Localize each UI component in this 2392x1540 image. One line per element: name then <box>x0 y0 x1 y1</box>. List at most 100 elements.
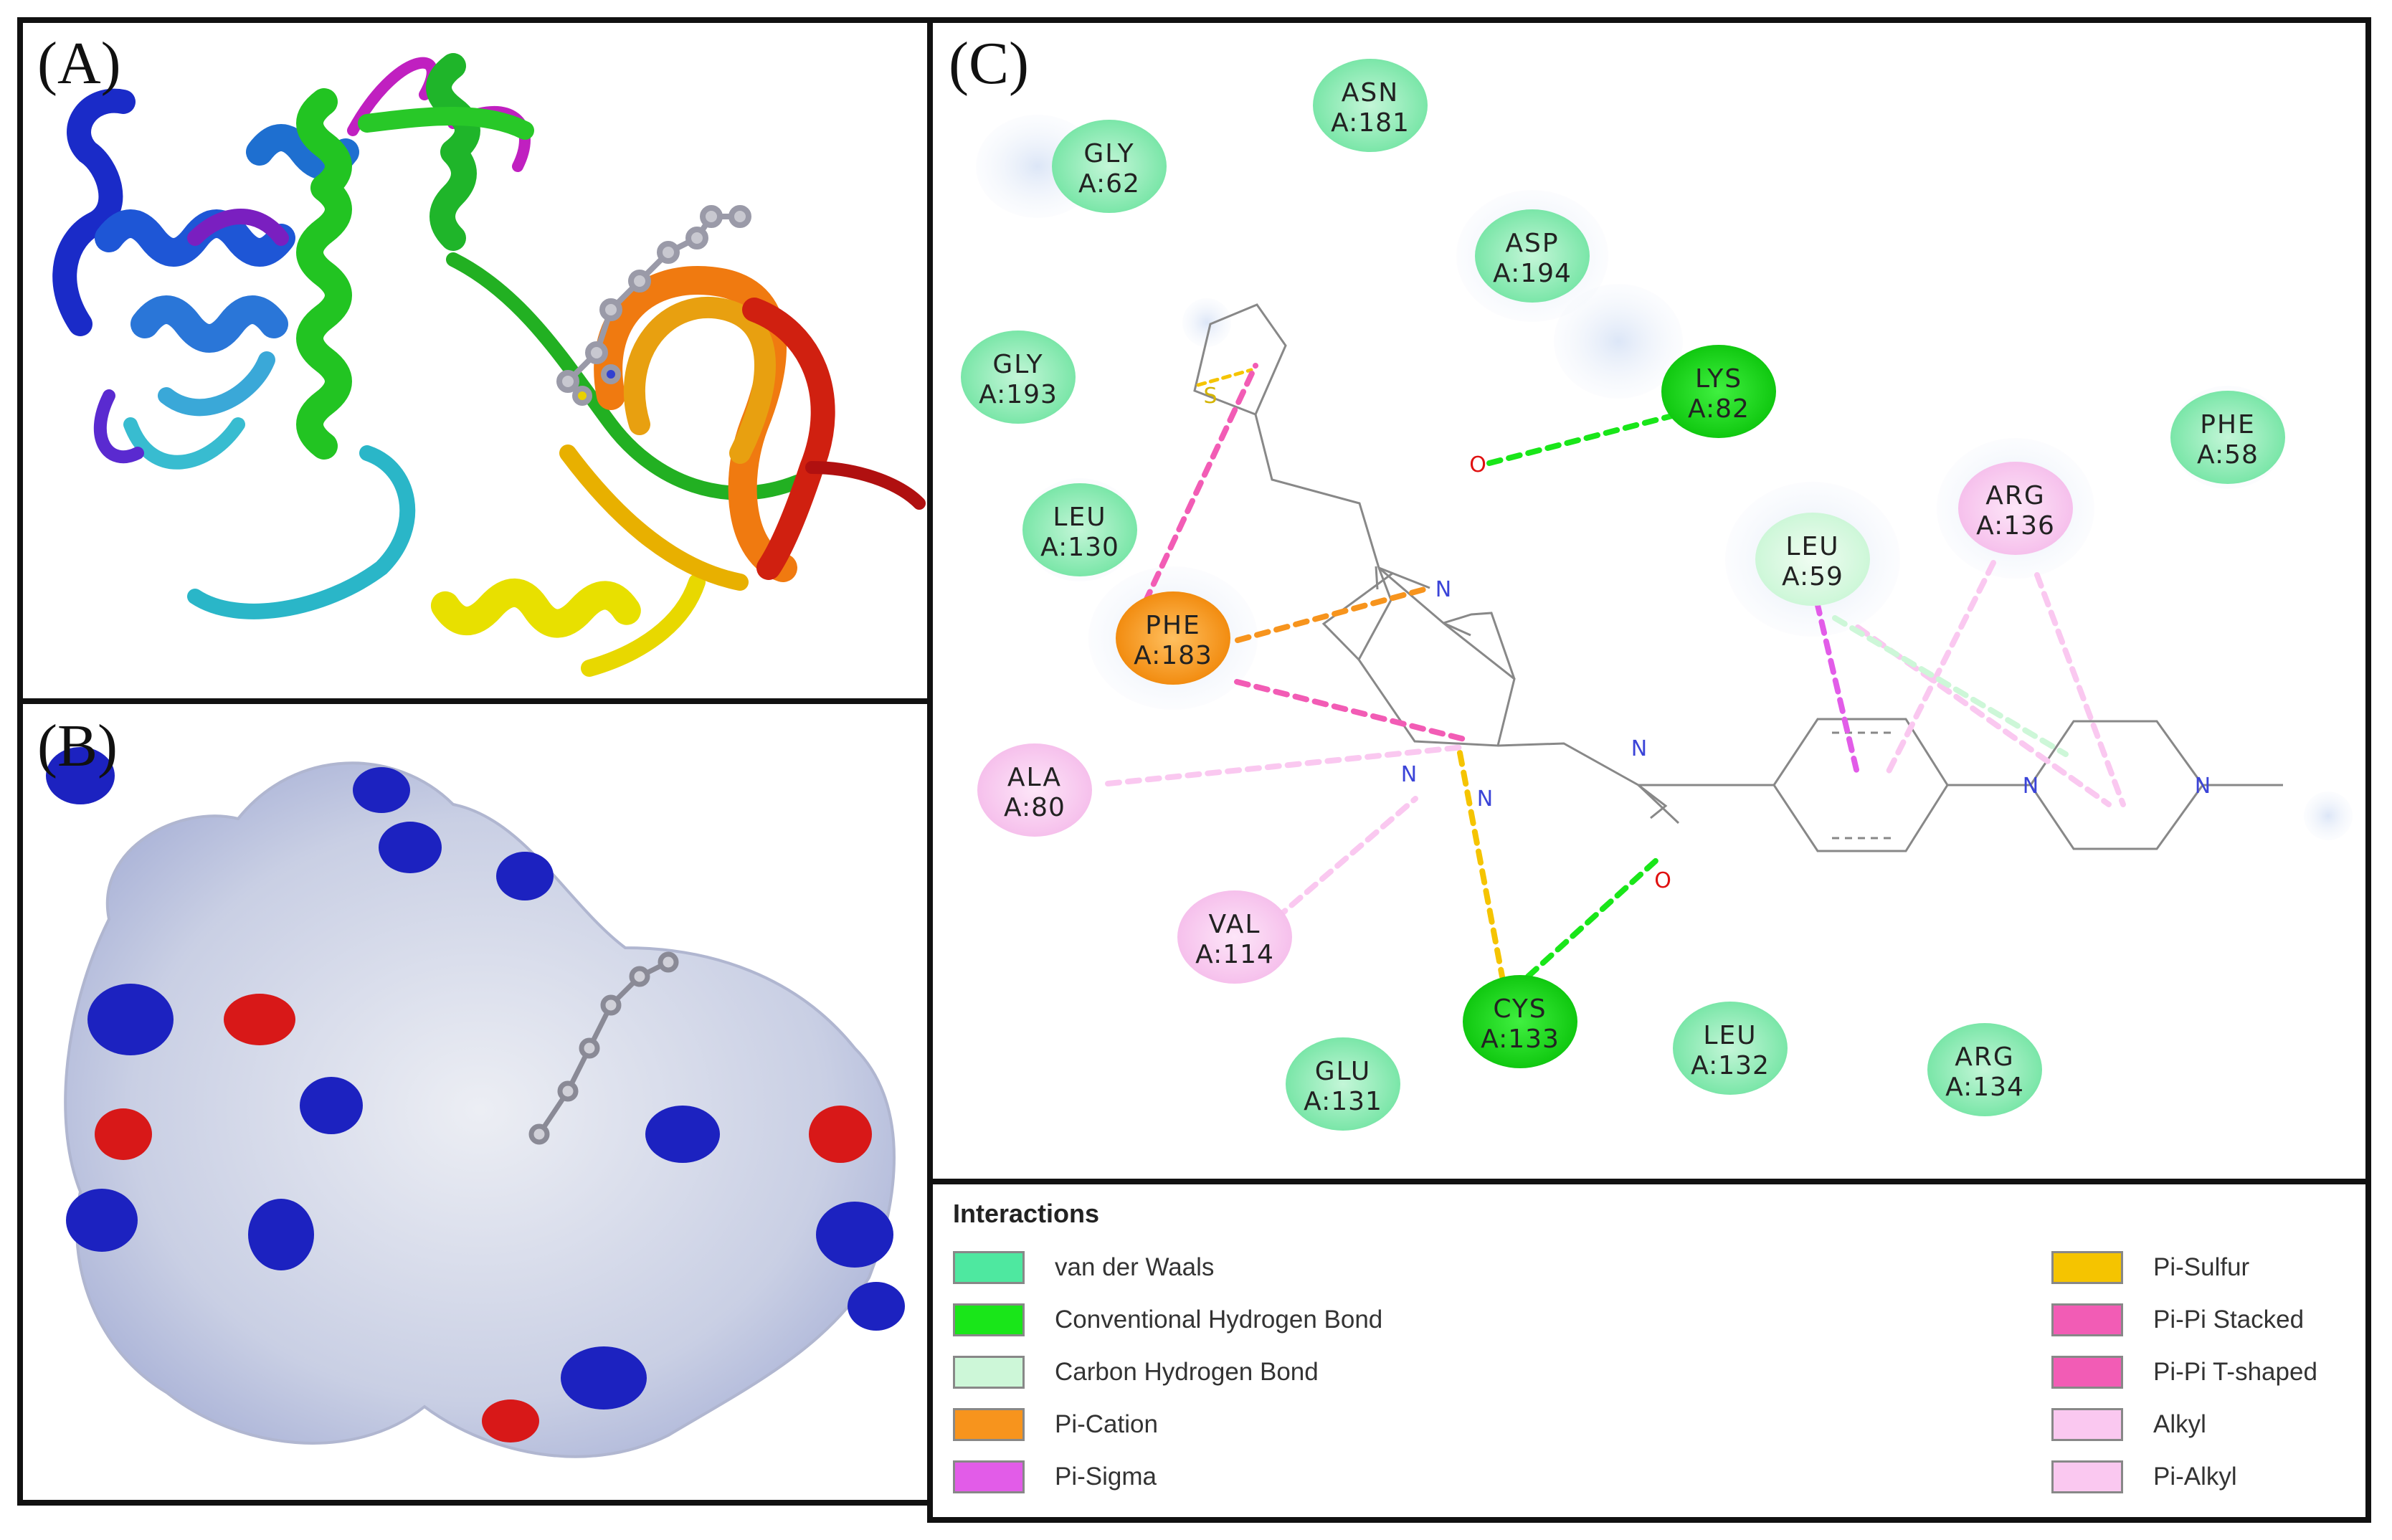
atom-labels: S O O N N N N N N <box>1203 384 2211 893</box>
residue-id: A:136 <box>1976 511 2055 541</box>
residue-bubble <box>1661 345 1776 438</box>
residue-bubble <box>1463 975 1577 1068</box>
legend-swatch <box>2051 1356 2123 1389</box>
atom-s: S <box>1203 384 1217 409</box>
hbond-cys133 <box>1525 857 1660 979</box>
residue-name: ASP <box>1505 229 1559 258</box>
legend-item: Pi-Sigma <box>953 1458 1157 1496</box>
atom-n2: N <box>1401 762 1417 787</box>
ligand-ball-and-stick <box>556 205 751 406</box>
residue-id: A:193 <box>979 380 1058 409</box>
residue-name: ARG <box>1955 1042 2015 1072</box>
panel-a-ribbon: (A) <box>17 17 933 704</box>
residue-id: A:80 <box>1004 793 1066 822</box>
residue-id: A:59 <box>1782 562 1843 591</box>
residue-bubble <box>1475 209 1590 303</box>
residue-id: A:131 <box>1304 1087 1382 1116</box>
legend-label: Carbon Hydrogen Bond <box>1055 1358 1319 1386</box>
residue-name: ALA <box>1007 763 1062 792</box>
protein-ribbon-illustration <box>52 53 926 677</box>
residue-id: A:114 <box>1195 940 1274 969</box>
residue-bubble <box>1177 890 1292 984</box>
legend-label: Pi-Alkyl <box>2153 1463 2237 1491</box>
residue-name: LYS <box>1695 364 1742 394</box>
pi-pi-phe183-pyrazole <box>1234 679 1470 743</box>
negative-patches <box>95 994 872 1442</box>
legend-label: Pi-Sulfur <box>2153 1253 2250 1281</box>
atom-o2: O <box>1654 868 1671 893</box>
residue-id: A:194 <box>1493 259 1572 288</box>
residue-name: VAL <box>1208 910 1261 939</box>
carbon-hbond-leu59 <box>1832 615 2069 757</box>
legend-label: Pi-Pi Stacked <box>2153 1306 2305 1334</box>
residue-bubble <box>1116 591 1230 685</box>
beta-sheet <box>559 266 926 591</box>
pi-sigma-leu59 <box>1814 599 1861 779</box>
surface-ligand <box>528 951 679 1145</box>
blue-helix-cluster <box>52 88 416 619</box>
legend-swatch <box>2051 1460 2123 1493</box>
legend-label: Pi-Cation <box>1055 1410 1158 1438</box>
residue-bubble <box>1313 59 1428 152</box>
solvent-halos <box>976 115 2353 840</box>
atom-n6: N <box>2195 774 2211 799</box>
panel-b-surface: (B) <box>17 698 933 1506</box>
legend-item: Pi-Pi Stacked <box>2051 1301 2304 1339</box>
residue-id: A:132 <box>1691 1051 1770 1080</box>
panel-c-label: (C) <box>949 30 1029 97</box>
residue-name: GLU <box>1315 1057 1372 1086</box>
panel-b-label: (B) <box>37 713 118 779</box>
interaction-lines <box>1105 363 2126 979</box>
legend-item: van der Waals <box>953 1249 1214 1286</box>
residue-name: LEU <box>1053 503 1106 532</box>
legend-item: Pi-Alkyl <box>2051 1458 2237 1496</box>
protein-surface-illustration <box>46 747 905 1458</box>
surface-body <box>64 761 896 1458</box>
residue-id: A:183 <box>1134 641 1212 670</box>
residue-bubble <box>1022 483 1137 576</box>
residue-bubble <box>1286 1037 1400 1131</box>
legend-title: Interactions <box>953 1199 1100 1228</box>
residue-name: GLY <box>992 350 1043 379</box>
legend-swatch <box>953 1460 1025 1493</box>
residue-name: LEU <box>1703 1021 1757 1050</box>
residue-bubble <box>1052 120 1167 213</box>
legend-swatch <box>953 1303 1025 1336</box>
atom-n3: N <box>1477 786 1493 812</box>
legend-item: Pi-Sulfur <box>2051 1249 2249 1286</box>
residue-name: PHE <box>2200 410 2256 439</box>
residue-id: A:134 <box>1945 1073 2024 1102</box>
pi-alkyl-arg136-a <box>1884 560 1996 779</box>
residue-id: A:82 <box>1688 394 1750 424</box>
residue-id: A:62 <box>1078 169 1140 199</box>
legend-label: Pi-Pi T-shaped <box>2153 1358 2317 1386</box>
legend-swatch <box>953 1356 1025 1389</box>
residue-name: LEU <box>1785 532 1839 561</box>
legend-label: van der Waals <box>1055 1253 1215 1281</box>
residue-name: CYS <box>1493 994 1547 1024</box>
pi-pi-phe183-thiophene <box>1142 363 1258 605</box>
residue-name: ASN <box>1342 78 1399 108</box>
legend-swatch <box>953 1408 1025 1441</box>
residue-id: A:130 <box>1040 533 1119 562</box>
legend-swatch <box>2051 1303 2123 1336</box>
residue-id: A:181 <box>1331 108 1410 138</box>
residue-bubble <box>1958 462 2073 555</box>
residue-bubble <box>1755 513 1870 606</box>
residue-name: ARG <box>1985 481 2046 510</box>
